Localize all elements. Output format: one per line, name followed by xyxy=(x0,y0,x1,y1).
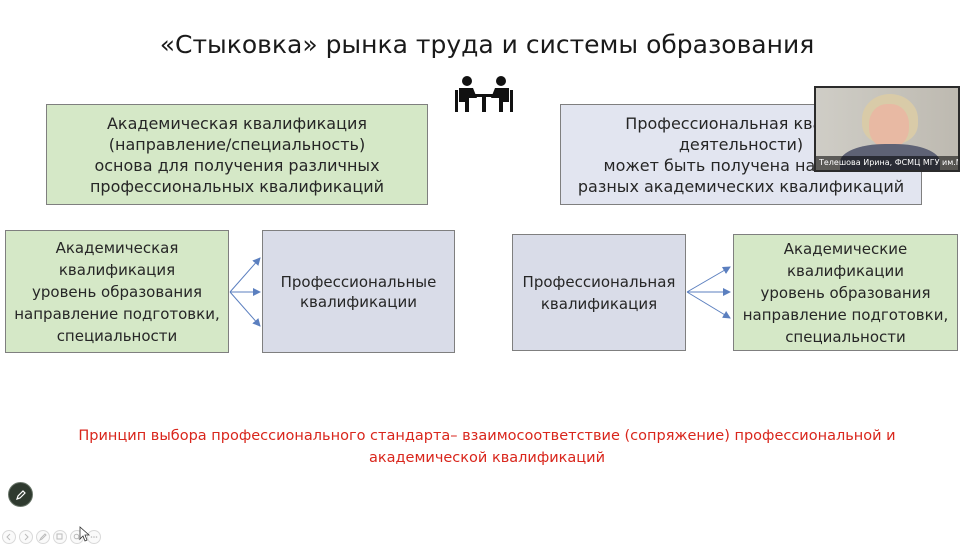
academic-qualifications-target: Академические квалификации уровень образ… xyxy=(733,234,958,351)
pen-icon[interactable] xyxy=(36,530,50,544)
arrow-left-down xyxy=(229,291,261,327)
professional-qualification-source: Профессиональная квалификация xyxy=(512,234,686,351)
principle-text: Принцип выбора профессионального стандар… xyxy=(78,428,896,466)
arrow-left-up xyxy=(229,257,261,293)
meeting-icon xyxy=(455,76,513,112)
copy-icon[interactable] xyxy=(53,530,67,544)
arrow-right-down xyxy=(686,291,731,319)
video-overlay[interactable]: Телешова Ирина, ФСМЦ МГУ им.М... xyxy=(814,86,960,172)
pen-tool-button[interactable] xyxy=(8,482,33,507)
pen-icon xyxy=(15,489,26,500)
professional-qualifications-target: Профессиональные квалификации xyxy=(262,230,455,353)
prev-icon[interactable] xyxy=(2,530,16,544)
slide-title: «Стыковка» рынка труда и системы образов… xyxy=(159,30,815,59)
academic-qualification-box: Академическая квалификация (направление/… xyxy=(46,104,428,205)
mouse-cursor-icon xyxy=(79,526,91,542)
video-caption: Телешова Ирина, ФСМЦ МГУ им.М... xyxy=(816,156,958,170)
next-icon[interactable] xyxy=(19,530,33,544)
academic-qualification-source: Академическая квалификация уровень образ… xyxy=(5,230,229,353)
speaker-face xyxy=(869,104,909,148)
slide-toolbar xyxy=(2,530,101,546)
arrow-right-up xyxy=(686,266,731,293)
more-icon[interactable] xyxy=(87,530,101,544)
